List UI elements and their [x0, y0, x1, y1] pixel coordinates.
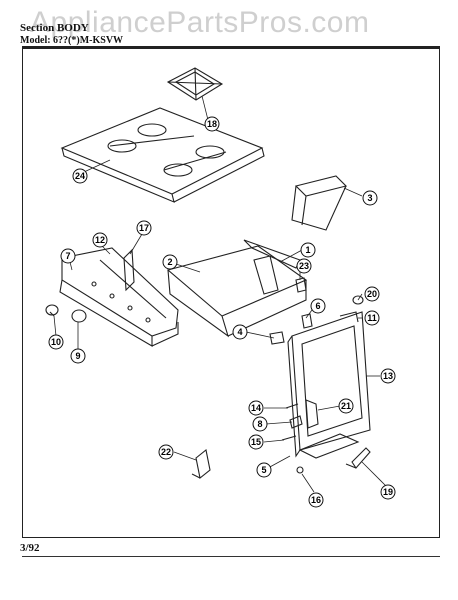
- callout-3: 3: [362, 190, 378, 206]
- callout-15-label: 15: [251, 437, 261, 447]
- callout-6: 6: [310, 298, 326, 314]
- callout-19: 19: [380, 484, 396, 500]
- callout-17-label: 17: [139, 223, 149, 233]
- leader-lines: [53, 95, 387, 493]
- callout-10: 10: [48, 334, 64, 350]
- burner-box-drawing: [166, 239, 308, 338]
- callout-2-label: 2: [167, 257, 172, 267]
- callout-12-label: 12: [95, 235, 105, 245]
- hardware-21-drawing: [305, 399, 319, 429]
- knob-10-drawing: [45, 304, 59, 317]
- callout-7-label: 7: [65, 251, 70, 261]
- burner-grate-drawing: [166, 67, 224, 101]
- hardware-14-drawing: [285, 403, 299, 409]
- part-20-drawing: [352, 295, 364, 305]
- callout-9-label: 9: [75, 351, 80, 361]
- callout-22-label: 22: [161, 447, 171, 457]
- callout-8-label: 8: [257, 419, 262, 429]
- callout-23-label: 23: [299, 261, 309, 271]
- callout-9: 9: [70, 348, 86, 364]
- callout-4: 4: [232, 324, 248, 340]
- part-22-drawing: [191, 449, 211, 479]
- callout-16: 16: [308, 492, 324, 508]
- callout-1: 1: [300, 242, 316, 258]
- callout-8: 8: [252, 416, 268, 432]
- knob-9-drawing: [71, 309, 87, 323]
- callout-13-label: 13: [383, 371, 393, 381]
- callout-11: 11: [364, 310, 380, 326]
- section-title: Section BODY: [20, 22, 89, 34]
- part-11-drawing: [339, 311, 359, 323]
- callout-4-label: 4: [237, 327, 242, 337]
- screw-16-drawing: [296, 466, 304, 474]
- callout-17: 17: [136, 220, 152, 236]
- callout-1-label: 1: [305, 245, 310, 255]
- callout-13: 13: [380, 368, 396, 384]
- manifold-panel-drawing: [59, 247, 179, 347]
- part-6-drawing: [301, 313, 313, 329]
- callout-14: 14: [248, 400, 264, 416]
- callout-11-label: 11: [367, 313, 377, 323]
- callout-14-label: 14: [251, 403, 261, 413]
- back-panel-drawing: [291, 175, 348, 231]
- callout-16-label: 16: [311, 495, 321, 505]
- cooktop-drawing: [60, 107, 265, 203]
- part-4-drawing: [269, 331, 285, 345]
- callout-12: 12: [92, 232, 108, 248]
- bracket-17-drawing: [123, 248, 135, 292]
- callout-10-label: 10: [51, 337, 61, 347]
- revision-date: 3/92: [20, 542, 40, 554]
- callout-7: 7: [60, 248, 76, 264]
- callout-15: 15: [248, 434, 264, 450]
- bracket-19-drawing: [345, 447, 371, 469]
- callout-21-label: 21: [341, 401, 351, 411]
- callout-labels: 18 24 3 1 2 23 20 6 11 4 13 17 12 7 10 9…: [48, 116, 396, 508]
- hardware-8-drawing: [289, 415, 303, 429]
- callout-22: 22: [158, 444, 174, 460]
- callout-19-label: 19: [383, 487, 393, 497]
- callout-18: 18: [204, 116, 220, 132]
- callout-20: 20: [364, 286, 380, 302]
- watermark: AppliancePartsPros.com: [30, 6, 370, 39]
- diagram-frame: [22, 48, 440, 538]
- header-rule: [22, 46, 440, 48]
- callout-5: 5: [256, 462, 272, 478]
- footer-rule: [22, 556, 440, 557]
- callout-3-label: 3: [367, 193, 372, 203]
- part-23-drawing: [295, 277, 307, 293]
- callout-6-label: 6: [315, 301, 320, 311]
- model-number: Model: 6??(*)M-KSVW: [20, 35, 124, 46]
- callout-18-label: 18: [207, 119, 217, 129]
- callout-24: 24: [72, 168, 88, 184]
- hardware-15-drawing: [281, 435, 297, 441]
- callout-24-label: 24: [75, 171, 85, 181]
- body-side-frame-drawing: [287, 311, 371, 459]
- callout-21: 21: [338, 398, 354, 414]
- callout-5-label: 5: [261, 465, 266, 475]
- callout-20-label: 20: [367, 289, 377, 299]
- callout-2: 2: [162, 254, 178, 270]
- callout-23: 23: [296, 258, 312, 274]
